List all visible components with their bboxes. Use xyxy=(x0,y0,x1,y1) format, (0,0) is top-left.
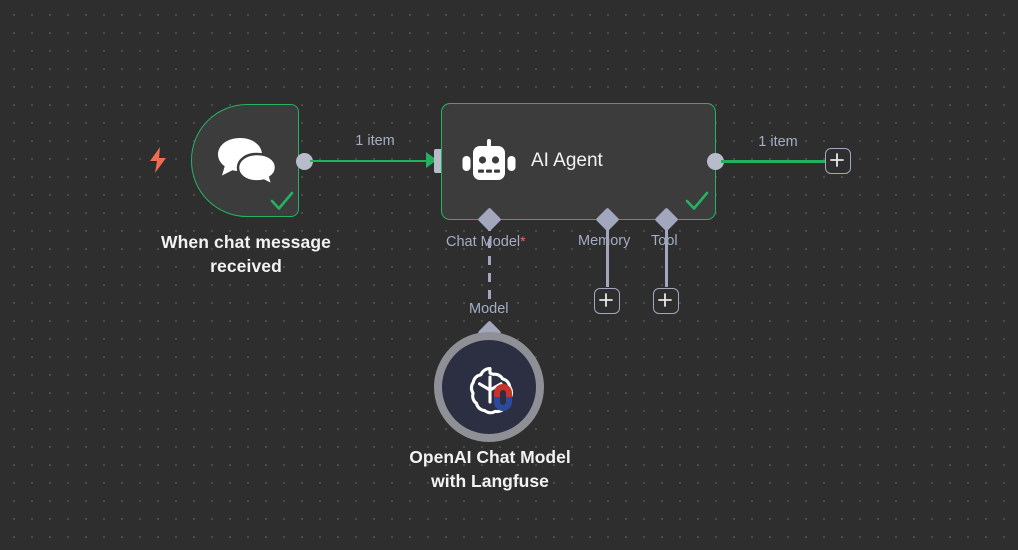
connection-tool-line[interactable] xyxy=(665,222,668,287)
port-label-chat-model-text: Chat Model xyxy=(446,234,521,250)
trigger-status-checkmark-icon xyxy=(270,190,294,212)
connection-memory-line[interactable] xyxy=(606,222,609,287)
trigger-output-port[interactable] xyxy=(296,153,313,170)
port-label-tool: Tool xyxy=(651,233,678,249)
chat-bubbles-icon xyxy=(216,136,278,188)
lightning-bolt-icon xyxy=(146,146,170,174)
required-asterisk-icon: * xyxy=(520,233,526,249)
connection-arrow-icon xyxy=(426,152,437,168)
add-node-button-tool[interactable] xyxy=(653,288,679,314)
trigger-label-line-1: When chat message xyxy=(161,232,331,252)
langfuse-magnet-icon xyxy=(494,384,512,411)
openai-label-line-1: OpenAI Chat Model xyxy=(409,447,571,467)
trigger-node-label: When chat message received xyxy=(130,230,362,278)
port-label-chat-model: Chat Model* xyxy=(446,233,526,250)
connection-trigger-to-agent[interactable] xyxy=(310,159,432,162)
connection-item-count-label: 1 item xyxy=(355,133,395,149)
agent-input-port[interactable] xyxy=(434,149,445,173)
agent-node-title: AI Agent xyxy=(531,150,603,171)
add-node-button-memory[interactable] xyxy=(594,288,620,314)
connection-label-model: Model xyxy=(466,300,512,318)
openai-node-label: OpenAI Chat Model with Langfuse xyxy=(375,445,605,493)
openai-label-line-2: with Langfuse xyxy=(431,471,549,491)
agent-output-port[interactable] xyxy=(707,153,724,170)
add-node-button-main[interactable] xyxy=(825,148,851,174)
trigger-label-line-2: received xyxy=(210,256,282,276)
agent-status-checkmark-icon xyxy=(685,190,709,212)
openai-langfuse-icon xyxy=(462,360,518,416)
connection-chat-model-dashed[interactable] xyxy=(488,222,491,367)
port-label-memory: Memory xyxy=(578,233,631,249)
agent-output-item-count-label: 1 item xyxy=(758,134,798,150)
connection-agent-to-add[interactable] xyxy=(721,160,827,163)
robot-icon xyxy=(461,139,517,189)
